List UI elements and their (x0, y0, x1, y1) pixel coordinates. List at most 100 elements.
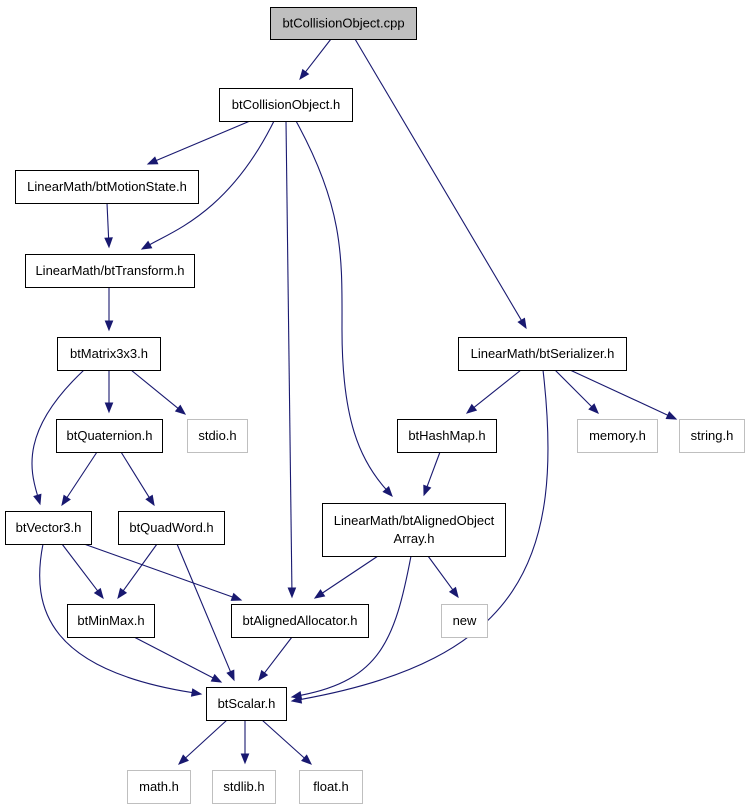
node-box (15, 170, 199, 204)
arrowhead (423, 484, 432, 497)
edge-line (426, 451, 441, 487)
node-transform[interactable]: LinearMath/btTransform.h (25, 254, 195, 288)
edge-alignedarray-to-new (427, 555, 459, 599)
arrowhead (240, 753, 250, 765)
node-box (441, 604, 488, 638)
arrowhead (448, 586, 459, 599)
node-box (219, 88, 353, 122)
node-label: LinearMath/btAlignedObject (334, 513, 495, 528)
edge-line (427, 555, 454, 591)
arrowhead (382, 486, 393, 497)
node-box (67, 604, 155, 638)
node-box (5, 511, 92, 545)
edge-line (61, 543, 99, 592)
node-serializer[interactable]: LinearMath/btSerializer.h (458, 337, 627, 371)
arrowhead (33, 493, 42, 506)
node-label: btHashMap.h (408, 428, 485, 443)
edge-vector3-to-scalar (39, 543, 203, 697)
arrowhead (465, 403, 478, 414)
node-label: btMinMax.h (77, 613, 144, 628)
node-label: float.h (313, 779, 348, 794)
node-matrix3x3[interactable]: btMatrix3x3.h (57, 337, 161, 371)
edge-alignedalloc-to-scalar (258, 636, 293, 682)
edge-quaternion-to-vector3 (61, 451, 98, 507)
edge-line (130, 369, 179, 409)
node-scalar[interactable]: btScalar.h (206, 687, 287, 721)
node-label: btAlignedAllocator.h (243, 613, 358, 628)
arrowhead (517, 317, 527, 330)
edge-line (322, 555, 379, 594)
node-colobj-h[interactable]: btCollisionObject.h (219, 88, 353, 122)
arrowhead (174, 404, 187, 415)
arrowhead (287, 587, 297, 599)
node-float: float.h (299, 770, 363, 804)
nodes-layer: btCollisionObject.cpp btCollisionObject.h… (5, 7, 745, 804)
arrowhead (210, 673, 223, 683)
node-label: btMatrix3x3.h (70, 346, 148, 361)
edge-matrix3x3-to-stdio (130, 369, 187, 415)
node-vector3[interactable]: btVector3.h (5, 511, 92, 545)
node-minmax[interactable]: btMinMax.h (67, 604, 155, 638)
edge-line (305, 38, 332, 73)
node-label: new (453, 613, 477, 628)
node-label: btScalar.h (218, 696, 276, 711)
node-hashmap[interactable]: btHashMap.h (397, 419, 497, 453)
edge-matrix3x3-to-quaternion (104, 370, 114, 414)
arrowhead (146, 156, 159, 165)
node-label: math.h (139, 779, 179, 794)
node-box (57, 337, 161, 371)
edge-colobj_h-to-alignedalloc (285, 120, 297, 599)
edge-colobj_h-to-alignedarray (295, 120, 393, 497)
node-motionstate[interactable]: LinearMath/btMotionState.h (15, 170, 199, 204)
edge-line (261, 719, 305, 759)
node-root[interactable]: btCollisionObject.cpp (270, 7, 417, 40)
edge-line (133, 636, 214, 679)
node-label: btCollisionObject.cpp (282, 16, 404, 31)
edge-line (83, 543, 233, 598)
node-label: string.h (691, 428, 734, 443)
node-box (187, 419, 248, 453)
edges-layer (31, 38, 678, 765)
arrowhead (104, 402, 114, 414)
edge-line (569, 369, 669, 416)
edge-line (66, 451, 98, 498)
edge-line (156, 120, 251, 162)
edge-line (122, 543, 158, 592)
edge-line (300, 555, 412, 696)
edge-scalar-to-math (178, 719, 228, 765)
node-box (25, 254, 195, 288)
node-string: string.h (679, 419, 745, 453)
edge-line (106, 202, 110, 239)
node-box (231, 604, 369, 638)
node-label: stdlib.h (223, 779, 264, 794)
edge-line (149, 120, 275, 246)
edge-vector3-to-alignedalloc (83, 543, 243, 601)
edge-line (285, 120, 293, 589)
edge-alignedarray-to-scalar (290, 555, 412, 700)
node-quaternion[interactable]: btQuaternion.h (56, 419, 163, 453)
arrowhead (588, 403, 599, 414)
node-box (299, 770, 363, 804)
node-box (397, 419, 497, 453)
arrowhead (665, 411, 678, 420)
node-quadword[interactable]: btQuadWord.h (118, 511, 225, 545)
node-label: stdio.h (198, 428, 236, 443)
node-label: btVector3.h (16, 520, 82, 535)
edge-transform-to-matrix3x3 (104, 287, 114, 332)
node-label: LinearMath/btSerializer.h (471, 346, 615, 361)
edge-line (264, 636, 293, 674)
node-label: LinearMath/btTransform.h (35, 263, 184, 278)
node-box (127, 770, 191, 804)
arrowhead (258, 669, 269, 682)
edge-line (295, 120, 387, 490)
arrowhead (230, 592, 243, 601)
node-label: Array.h (394, 531, 435, 546)
arrowhead (226, 669, 235, 682)
node-box (118, 511, 225, 545)
node-alignedalloc[interactable]: btAlignedAllocator.h (231, 604, 369, 638)
node-box (212, 770, 276, 804)
node-box (458, 337, 627, 371)
node-stdlib: stdlib.h (212, 770, 276, 804)
